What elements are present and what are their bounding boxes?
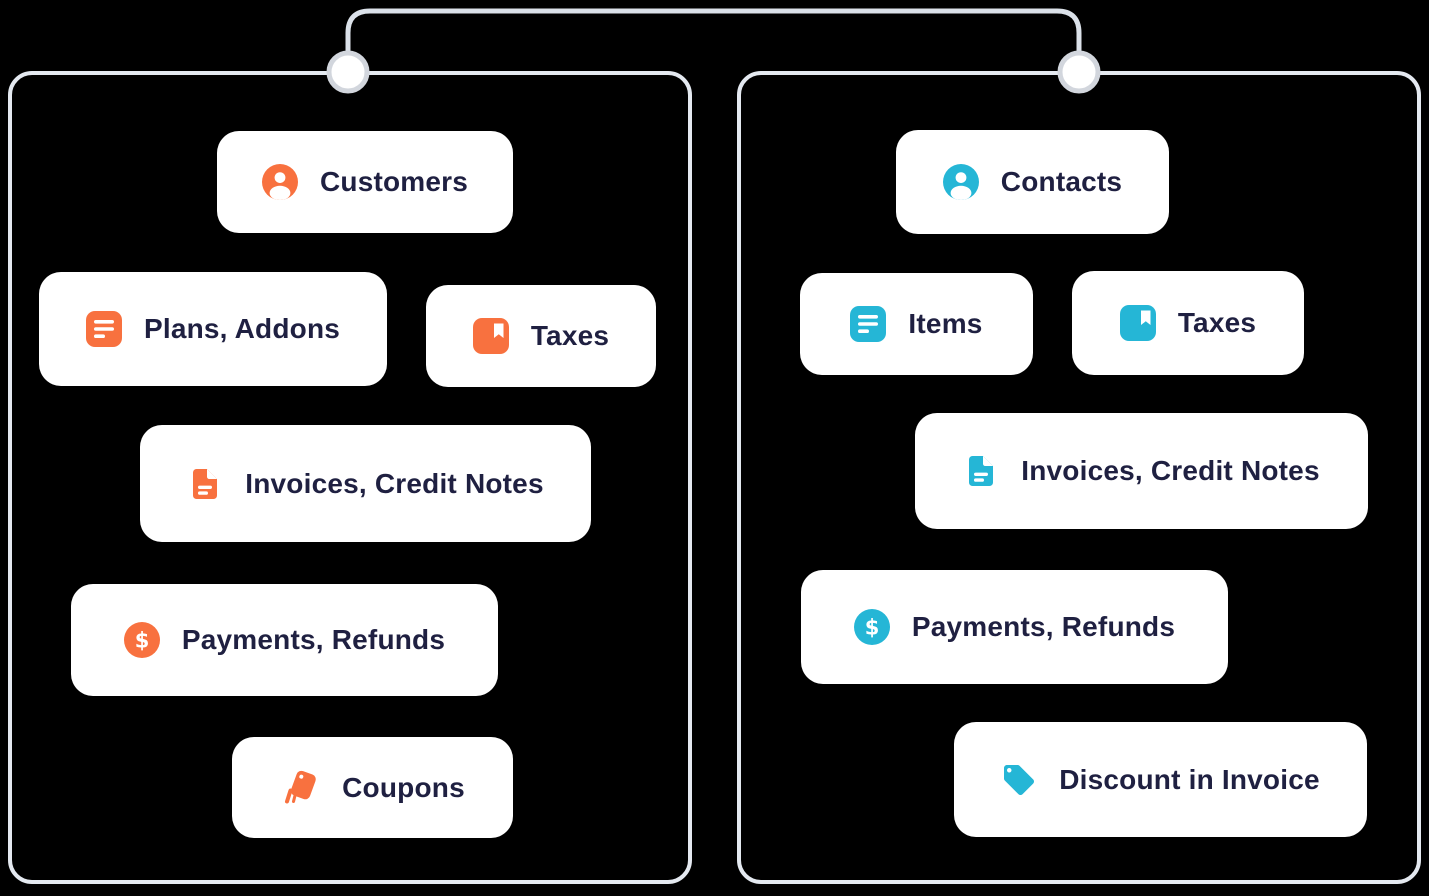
card-label: Taxes <box>1177 307 1257 338</box>
card-label: Invoices, Credit Notes <box>245 467 544 499</box>
card-label: Items <box>908 308 983 339</box>
tag-icon <box>1004 764 1035 795</box>
bookmark-icon <box>472 318 509 354</box>
card-label: Invoices, Credit Notes <box>1021 455 1320 486</box>
user-icon <box>261 164 298 200</box>
card-invoices-credit-notes-right: Invoices, Credit Notes <box>915 413 1368 529</box>
document-icon <box>969 456 994 486</box>
card-discount-in-invoice: Discount in Invoice <box>954 722 1367 837</box>
card-coupons: Coupons <box>232 737 513 838</box>
card-label: Plans, Addons <box>143 313 341 344</box>
card-label: Customers <box>319 166 469 197</box>
card-plans-addons: Plans, Addons <box>39 272 387 386</box>
card-items: Items <box>800 273 1033 375</box>
svg-text:$: $ <box>865 616 880 640</box>
card-payments-refunds-right: $ Payments, Refunds <box>801 570 1228 684</box>
list-icon <box>85 311 122 347</box>
card-label: Coupons <box>342 771 465 803</box>
card-payments-refunds-left: $ Payments, Refunds <box>71 584 498 696</box>
card-contacts: Contacts <box>896 130 1169 234</box>
card-invoices-credit-notes-left: Invoices, Credit Notes <box>140 425 591 542</box>
card-taxes-right: Taxes <box>1072 271 1304 375</box>
list-icon <box>850 306 887 342</box>
card-label: Payments, Refunds <box>911 611 1176 642</box>
card-label: Contacts <box>1000 166 1123 197</box>
bookmark-icon <box>1119 305 1156 341</box>
user-icon <box>942 164 979 200</box>
coupon-icon <box>285 770 316 803</box>
dollar-icon: $ <box>123 622 160 658</box>
card-label: Payments, Refunds <box>181 624 446 655</box>
card-customers: Customers <box>217 131 513 233</box>
card-label: Taxes <box>530 320 610 351</box>
card-taxes-left: Taxes <box>426 285 656 387</box>
document-icon <box>193 468 218 499</box>
svg-text:$: $ <box>135 629 150 653</box>
card-label: Discount in Invoice <box>1059 763 1320 795</box>
dollar-icon: $ <box>853 609 890 645</box>
